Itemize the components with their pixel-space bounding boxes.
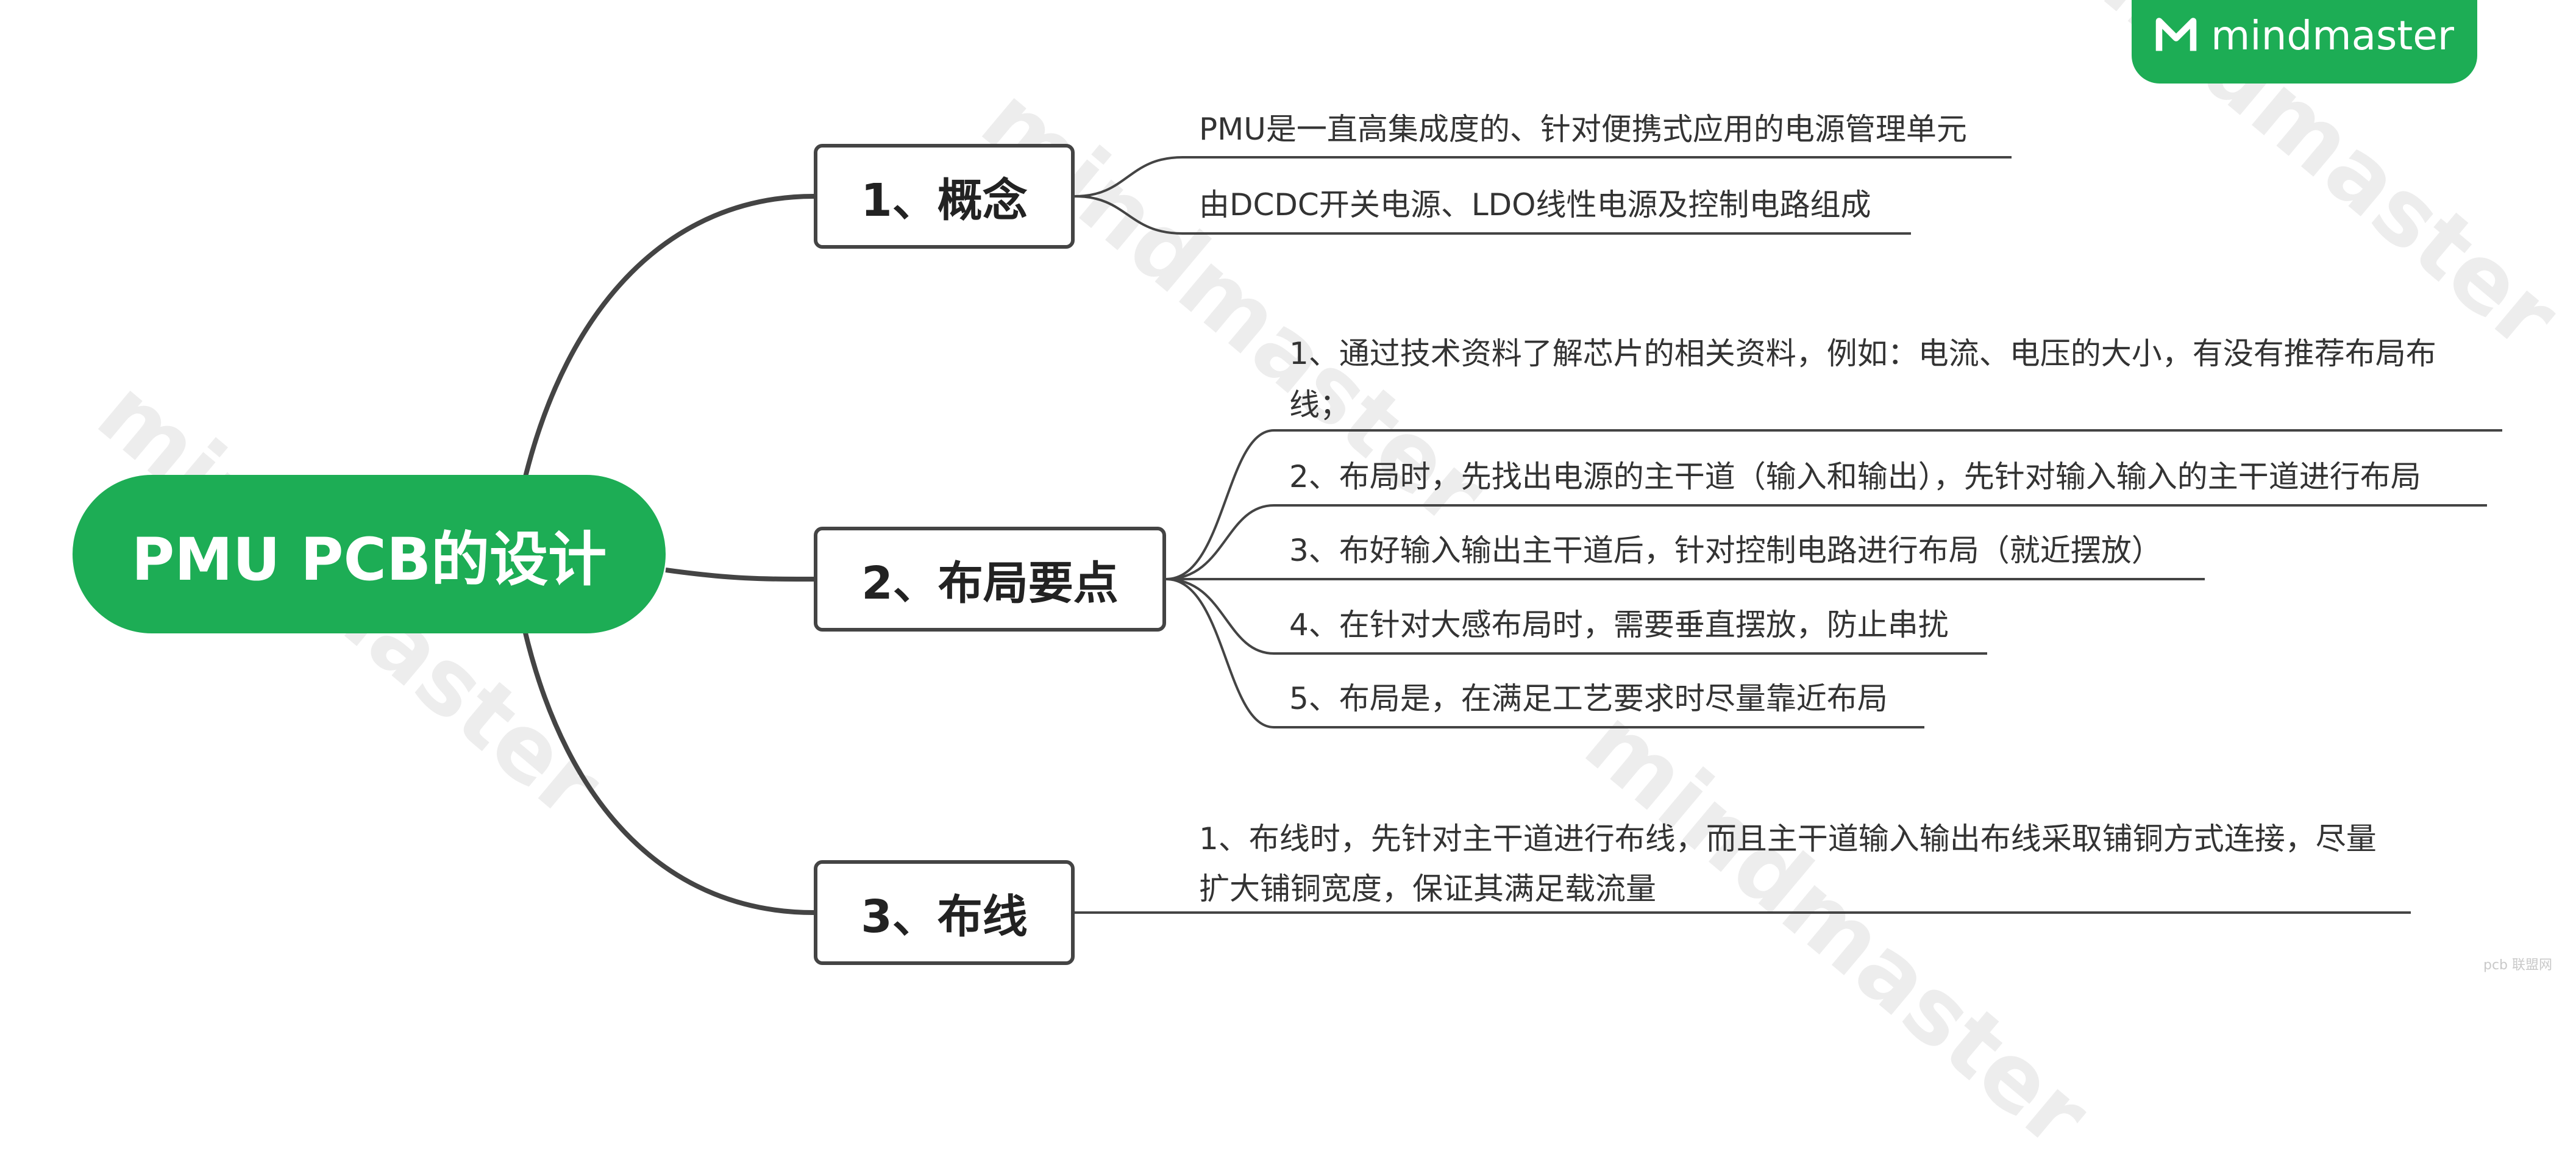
brand-name: mindmaster: [2210, 12, 2455, 59]
leaf-item[interactable]: 由DCDC开关电源、LDO线性电源及控制电路组成: [1199, 187, 1871, 223]
topic-label: 1、概念: [861, 174, 1028, 227]
leaf-item[interactable]: 1、通过技术资料了解芯片的相关资料，例如：电流、电压的大小，有没有推荐布局布线；: [1289, 336, 2436, 422]
leaf-item[interactable]: 3、布好输入输出主干道后，针对控制电路进行布局（就近摆放）: [1289, 533, 2162, 568]
topic-layout-points[interactable]: 2、布局要点: [814, 527, 1166, 632]
connector-topic2-item4: [1165, 578, 1987, 655]
connector-topic2-item1: [1165, 429, 2502, 580]
footer-logo: pcb 联盟网: [2483, 958, 2553, 973]
connector-root-topic-1: [522, 194, 814, 482]
topic-label: 3、布线: [861, 890, 1028, 943]
root-label: PMU PCB的设计: [131, 525, 607, 594]
topic-concept[interactable]: 1、概念: [814, 144, 1075, 249]
leaf-item[interactable]: 4、在针对大感布局时，需要垂直摆放，防止串扰: [1289, 607, 1949, 643]
connector-root-topic-2: [665, 568, 814, 582]
leaf-item[interactable]: 5、布局是，在满足工艺要求时尽量靠近布局: [1289, 681, 1888, 716]
topic-label: 2、布局要点: [861, 557, 1119, 610]
leaf-item[interactable]: 2、布局时，先找出电源的主干道（输入和输出），先针对输入输入的主干道进行布局: [1289, 459, 2421, 494]
mindmaster-brand[interactable]: mindmaster: [2132, 0, 2477, 84]
topic-routing[interactable]: 3、布线: [814, 860, 1075, 965]
connector-topic2-item2: [1165, 504, 2487, 580]
root-node[interactable]: PMU PCB的设计: [73, 475, 666, 633]
connector-topic2-item5: [1165, 578, 1924, 728]
connector-root-topic-3: [522, 627, 814, 915]
leaf-item[interactable]: 1、布线时，先针对主干道进行布线，而且主干道输入输出布线采取铺铜方式连接，尽量扩…: [1199, 821, 2377, 906]
leaf-item[interactable]: PMU是一直高集成度的、针对便携式应用的电源管理单元: [1199, 112, 1967, 147]
connector-lines: [522, 156, 2502, 915]
connector-topic1-item1: [1074, 156, 2012, 198]
connector-topic1-item2: [1074, 195, 1911, 235]
mindmaster-logo-icon: [2155, 17, 2197, 51]
